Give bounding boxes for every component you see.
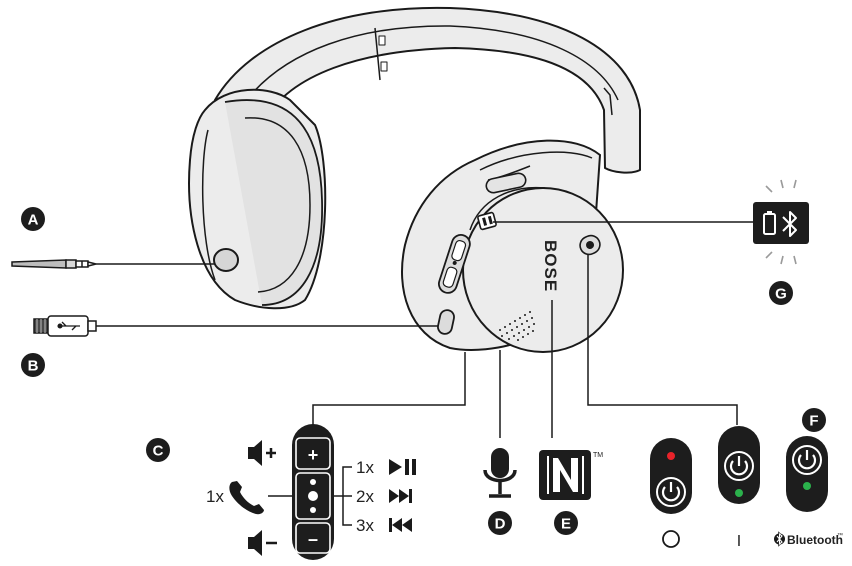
volume-down-symbol: – [308,529,318,549]
microphone-icon [483,448,517,498]
right-ear-cup [401,139,624,353]
battery-icon [763,211,776,235]
mic-grille [499,311,535,341]
power-switch-on [718,426,760,504]
callout-b: B [21,353,45,377]
control-pill: + – [292,424,334,560]
callout-f: F [802,408,826,432]
svg-text:A: A [28,212,39,229]
svg-text:™: ™ [837,532,843,539]
status-indicator-box [753,202,809,244]
svg-text:C: C [153,443,164,460]
callout-lines [96,221,753,438]
play-pause-press-count: 1x [356,458,374,477]
volume-up-icon [248,440,276,466]
svg-text:Bluetooth: Bluetooth [787,533,843,547]
control-bracket [334,466,352,526]
power-switch-off [650,438,692,514]
skip-forward-press-count: 2x [356,487,374,506]
usb-port [437,309,455,335]
svg-text:B: B [28,358,39,375]
svg-text:D: D [495,516,506,533]
svg-text:E: E [561,516,571,533]
bluetooth-icon [782,211,797,237]
call-press-count: 1x [206,487,224,506]
play-pause-icon [389,459,416,475]
svg-text:G: G [775,286,787,303]
audio-cable-icon [11,259,97,269]
volume-down-icon [248,530,277,556]
nfc-icon [539,450,591,500]
callout-c: C [146,438,170,462]
callout-e: E [554,511,578,535]
status-glow-lines [765,179,797,265]
volume-up-symbol: + [308,445,319,465]
bluetooth-logo: Bluetooth ™ [774,531,843,547]
callout-a: A [21,207,45,231]
nfc-trademark: TM [593,452,603,459]
headband [214,6,641,174]
bluetooth-led-window [477,211,497,231]
left-ear-cup [188,88,327,310]
usb-cable-icon [33,315,97,337]
on-position-symbol: I [737,533,741,550]
svg-text:F: F [809,413,818,430]
skip-back-press-count: 3x [356,516,374,535]
phone-icon [229,481,264,515]
volume-rocker [437,234,471,294]
bose-logo: BOSE [541,240,560,292]
off-position-symbol [662,530,680,548]
power-switch-bluetooth [786,436,828,512]
callout-d: D [488,511,512,535]
skip-forward-icon [389,489,412,503]
audio-jack-port [213,248,239,272]
skip-back-icon [389,518,412,532]
callout-g: G [769,281,793,305]
power-slider [579,234,601,256]
